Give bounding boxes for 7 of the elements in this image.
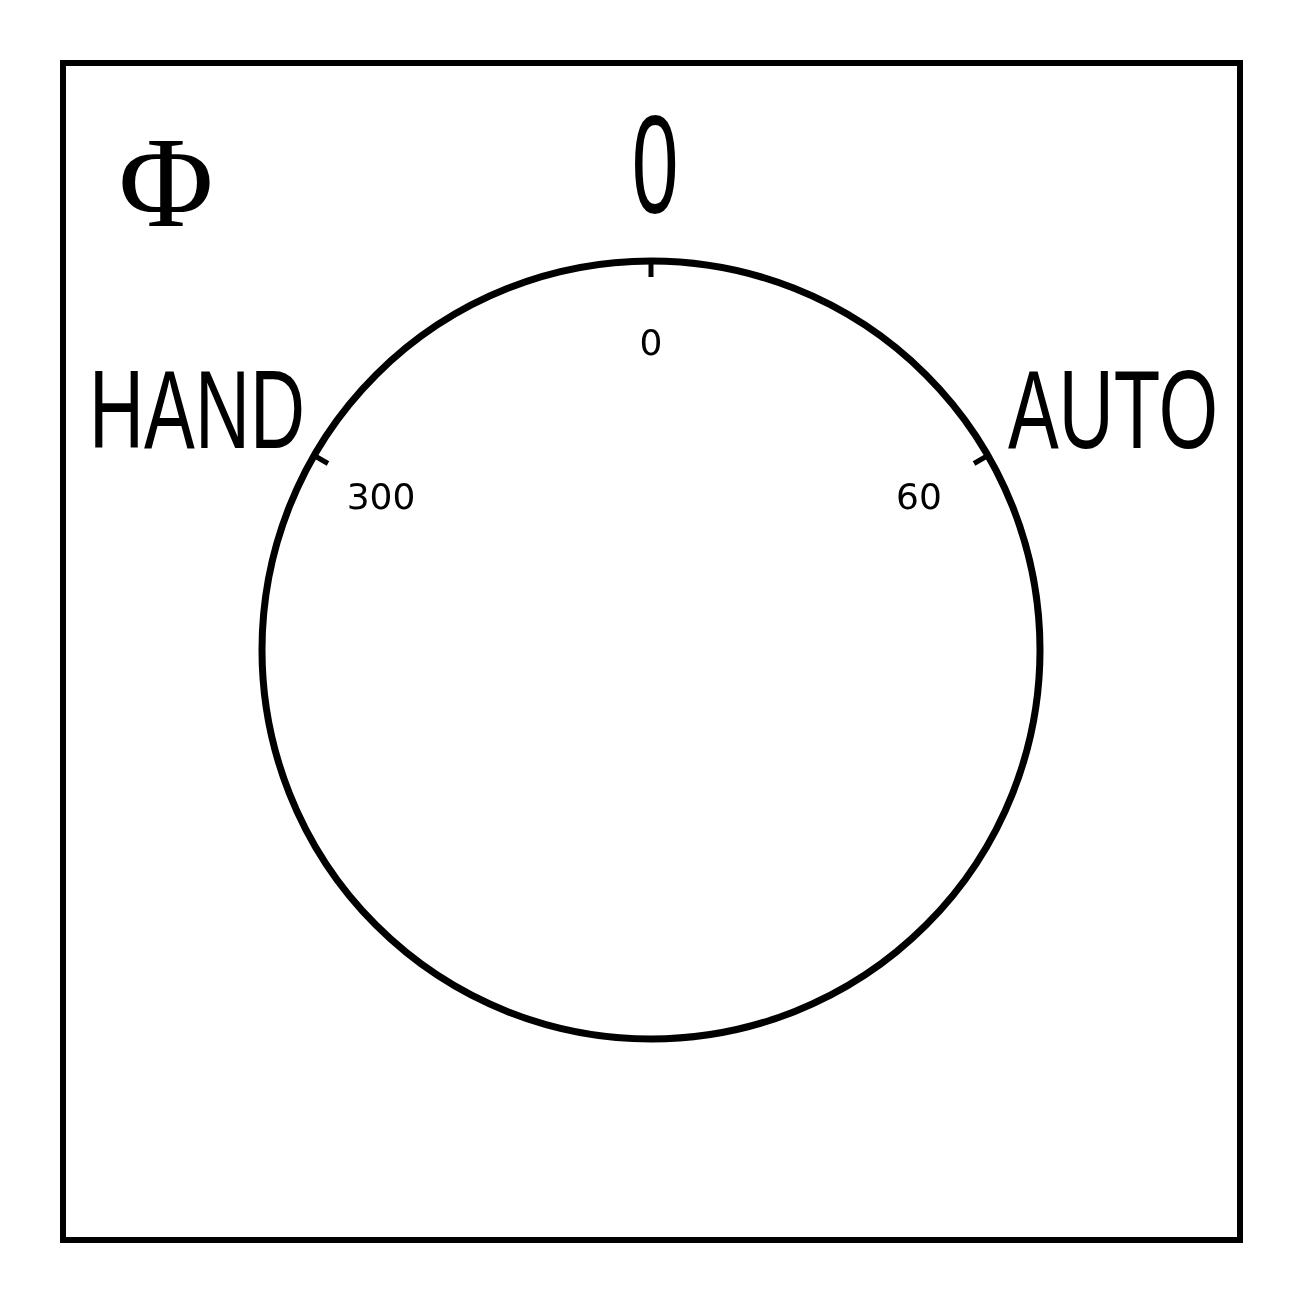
position-label: 0: [631, 95, 679, 235]
phase-symbol: Φ: [118, 117, 214, 247]
position-label: HAND: [89, 354, 305, 466]
position-label: AUTO: [1007, 354, 1219, 466]
angle-label: 60: [896, 479, 942, 515]
angle-label: 300: [346, 479, 416, 515]
angle-label: 0: [639, 325, 663, 361]
